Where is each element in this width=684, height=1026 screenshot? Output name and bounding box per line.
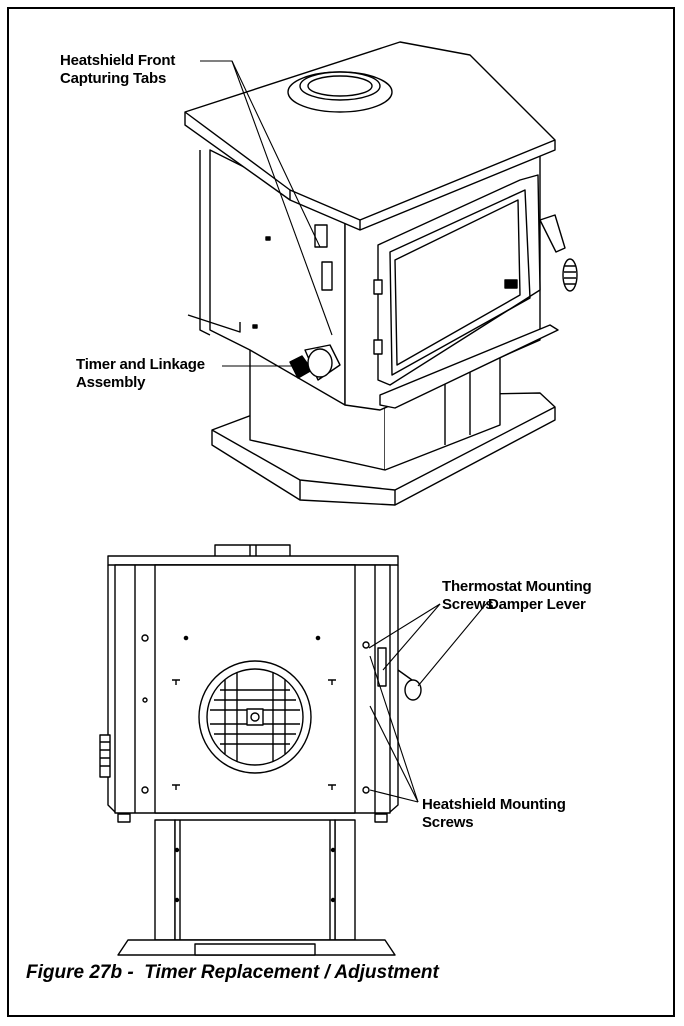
pedestal-leg-right [334, 819, 356, 941]
stove-top [184, 41, 556, 231]
callout-heatshield-front-tabs-line1: Heatshield Front [60, 52, 176, 69]
leader-lines-bottom [368, 603, 487, 803]
rear-fan-grill [198, 660, 312, 774]
callout-damper-lever-text: Damper Lever [488, 596, 586, 613]
callout-heatshield-front-tabs-line2: Capturing Tabs [60, 70, 167, 87]
stove-door [377, 174, 541, 386]
figure-caption: Figure 27b - Timer Replacement / Adjustm… [26, 962, 439, 983]
callout-thermostat-screws: Thermostat Mounting Screws [442, 578, 592, 614]
callout-timer-linkage-line2: Assembly [76, 374, 146, 391]
callout-heatshield-screws-line2: Screws [422, 814, 474, 831]
callout-heatshield-screws-line1: Heatshield Mounting [422, 796, 566, 813]
callout-thermostat-screws-line2: Screws [442, 596, 494, 613]
callout-timer-linkage-line1: Timer and Linkage [76, 356, 205, 373]
stove-rear-view [99, 544, 422, 956]
stove-isometric-view [184, 41, 578, 506]
timer-knob [289, 344, 341, 381]
callout-thermostat-screws-line1: Thermostat Mounting [442, 578, 592, 595]
damper-lever-handle [404, 679, 422, 701]
callout-damper-lever: Damper Lever [488, 596, 586, 614]
callout-heatshield-front-tabs: Heatshield Front Capturing Tabs [60, 52, 175, 88]
callout-heatshield-screws: Heatshield Mounting Screws [422, 796, 566, 832]
damper-handle-top [562, 258, 578, 292]
callout-timer-linkage: Timer and Linkage Assembly [76, 356, 205, 392]
leader-lines-top [200, 60, 333, 367]
pedestal-leg-left [154, 819, 176, 941]
